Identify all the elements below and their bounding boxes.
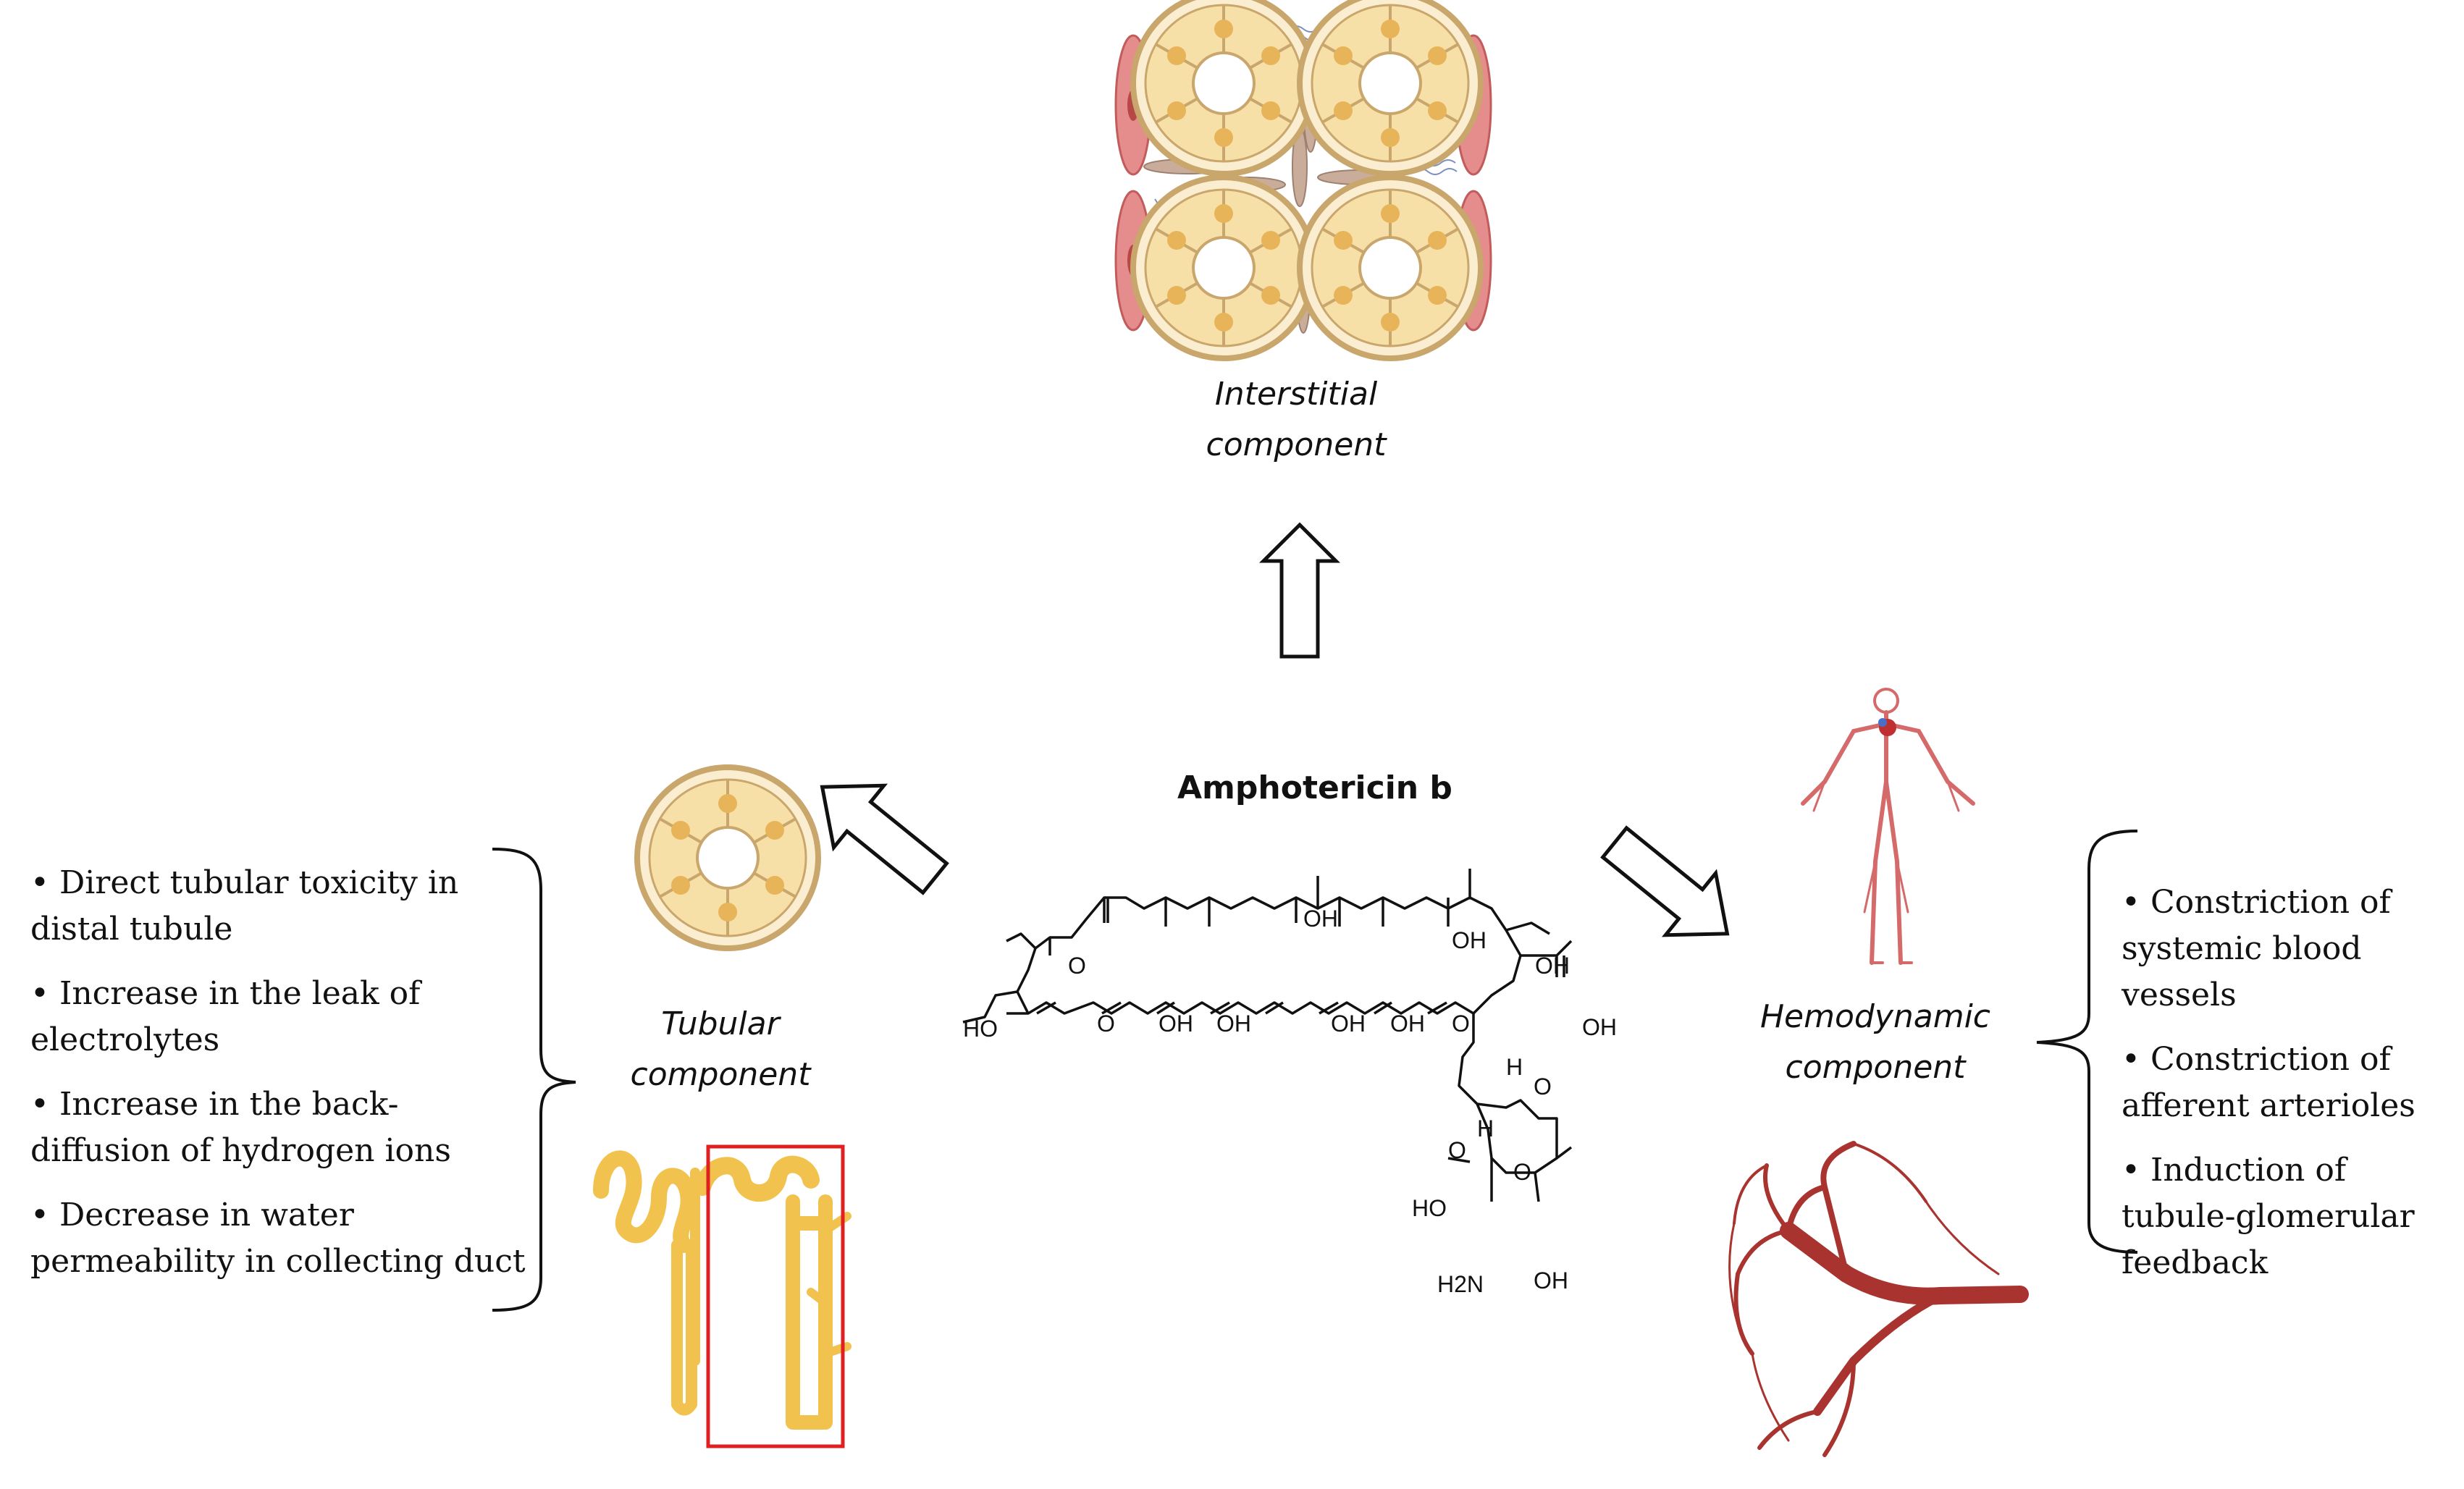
atom-label-ho: HO — [1412, 1195, 1447, 1221]
atom-label-o: O — [1534, 1073, 1552, 1100]
heart-icon — [1878, 718, 1896, 736]
tubule-cross-section-icon — [637, 767, 818, 948]
list-item: • Direct tubular toxicity in distal tubu… — [30, 864, 459, 948]
atom-label-h: H — [1477, 1115, 1494, 1142]
atom-label-oh: OH — [1582, 1014, 1617, 1040]
list-item: • Increase in the leak of electrolytes — [30, 975, 421, 1058]
list-item: • Induction of tubule-glomerular feedbac… — [2122, 1152, 2415, 1281]
tubular-effects-list: • Direct tubular toxicity in distal tubu… — [30, 860, 537, 1303]
atom-label-ho: HO — [963, 1016, 998, 1042]
atom-label-oh: OH — [1535, 953, 1570, 979]
list-item: • Decrease in water permeability in coll… — [30, 1197, 526, 1280]
list-item: • Constriction of systemic blood vessels — [2122, 884, 2391, 1013]
right-bracket — [2036, 830, 2138, 1254]
atom-label-oh: OH — [1216, 1011, 1251, 1037]
atom-label-o: O — [1513, 1159, 1531, 1185]
left-bracket — [492, 848, 576, 1312]
list-item: • Constriction of afferent arterioles — [2122, 1041, 2415, 1124]
atom-label-h2n: H2N — [1437, 1271, 1484, 1297]
atom-label-oh: OH — [1390, 1011, 1425, 1037]
atom-label-oh: OH — [1452, 927, 1487, 953]
atom-label-o: O — [1097, 1011, 1115, 1037]
amphotericin-b-structure — [962, 869, 1573, 1202]
atom-label-o: O — [1452, 1011, 1470, 1037]
atom-label-oh: OH — [1303, 906, 1338, 932]
drug-title: Amphotericin b — [1177, 769, 1452, 806]
arrow-down-left-icon — [820, 783, 949, 895]
circulatory-system-icon — [1801, 688, 1975, 965]
atom-label-o: O — [1068, 953, 1086, 979]
atom-label-oh: OH — [1331, 1011, 1366, 1037]
list-item: • Increase in the back-diffusion of hydr… — [30, 1086, 451, 1169]
interstitial-tissue-image — [1114, 0, 1492, 358]
atom-label-oh: OH — [1159, 1011, 1193, 1037]
highlight-box — [706, 1144, 845, 1448]
hemodynamic-component-label: Hemodynamic component — [1759, 998, 1991, 1086]
interstitial-component-label: Interstitial component — [1206, 376, 1387, 463]
hemodynamic-effects-list: • Constriction of systemic blood vessels… — [2122, 880, 2447, 1304]
atom-label-o: O — [1448, 1137, 1466, 1163]
atom-label-oh: OH — [1534, 1267, 1568, 1294]
arrow-down-right-icon — [1600, 825, 1730, 937]
arrow-up-icon — [1258, 522, 1341, 659]
renal-vasculature-icon — [1728, 1141, 2029, 1457]
nephron-icon — [593, 1150, 852, 1430]
molecule-labels: O O OH OH OH OH OH OH OH HO O H OH O O H… — [963, 906, 1617, 1297]
atom-label-h: H — [1506, 1054, 1523, 1080]
tubular-component-label: Tubular component — [630, 1005, 811, 1093]
